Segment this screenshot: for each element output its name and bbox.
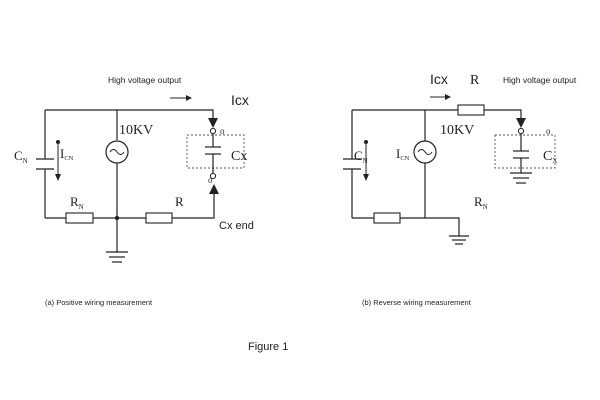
cx-dashed-box-right xyxy=(494,134,556,169)
bottom-wire xyxy=(45,192,215,219)
output-arrow-head xyxy=(208,118,218,128)
terminal-top xyxy=(209,127,217,135)
cn-label: CN xyxy=(14,148,28,165)
rn-label: RN xyxy=(70,194,84,211)
top-wire-right xyxy=(352,109,522,122)
reverse-wiring-circuit: Icx R High voltage output 10KV o CN ICN … xyxy=(343,71,577,307)
icx-label: Icx xyxy=(231,92,249,108)
r-resistor xyxy=(145,212,173,224)
cx-end-arrow-head xyxy=(209,184,219,194)
r-label: R xyxy=(175,194,184,209)
icn-dot xyxy=(56,140,60,144)
hv-output-label: High voltage output xyxy=(108,75,182,85)
cx-dashed-box xyxy=(186,134,245,169)
icx-label-right: Icx xyxy=(430,71,448,87)
terminal-top-label: o xyxy=(220,126,225,136)
hv-output-label-right: High voltage output xyxy=(503,75,577,85)
r-resistor-right xyxy=(457,104,485,116)
rn-label-right: RN xyxy=(474,194,488,211)
sine-wave-icon xyxy=(109,149,125,155)
rn-resistor xyxy=(65,212,94,224)
ground-wire-right xyxy=(425,217,460,236)
terminal-bottom xyxy=(209,172,217,180)
cn-label-right: CN xyxy=(354,148,368,165)
caption-b: (b) Reverse wiring measurement xyxy=(362,298,472,307)
cx-label-right: CX xyxy=(543,149,557,165)
cx-label: Cx xyxy=(231,149,247,164)
r-label-right: R xyxy=(470,73,480,88)
positive-wiring-circuit: High voltage output Icx 10KV CN ICN o Cx… xyxy=(14,75,254,307)
cx-end-label: Cx end xyxy=(219,220,254,232)
icx-arrow-head xyxy=(445,94,451,100)
rn-resistor-right xyxy=(373,212,401,224)
icn-arrow-head xyxy=(55,174,61,181)
terminal-bottom-label: o xyxy=(208,175,213,185)
caption-a: (a) Positive wiring measurement xyxy=(45,298,153,307)
output-arrow-head-right xyxy=(516,118,526,128)
icn-label: ICN xyxy=(60,146,74,162)
terminal-top-right xyxy=(517,127,525,135)
icn-label-right: ICN xyxy=(396,146,410,162)
hv-arrow-head xyxy=(186,95,192,101)
source-label: 10KV xyxy=(119,123,153,138)
icn-dot-right xyxy=(364,140,368,144)
source-label-right: 10KV xyxy=(440,123,474,138)
top-wire xyxy=(45,109,214,122)
terminal-top-label-right: o xyxy=(546,126,551,136)
icn-arrow-head-right xyxy=(363,174,369,181)
figure-label: Figure 1 xyxy=(248,341,288,353)
sine-wave-icon-right xyxy=(417,149,433,155)
